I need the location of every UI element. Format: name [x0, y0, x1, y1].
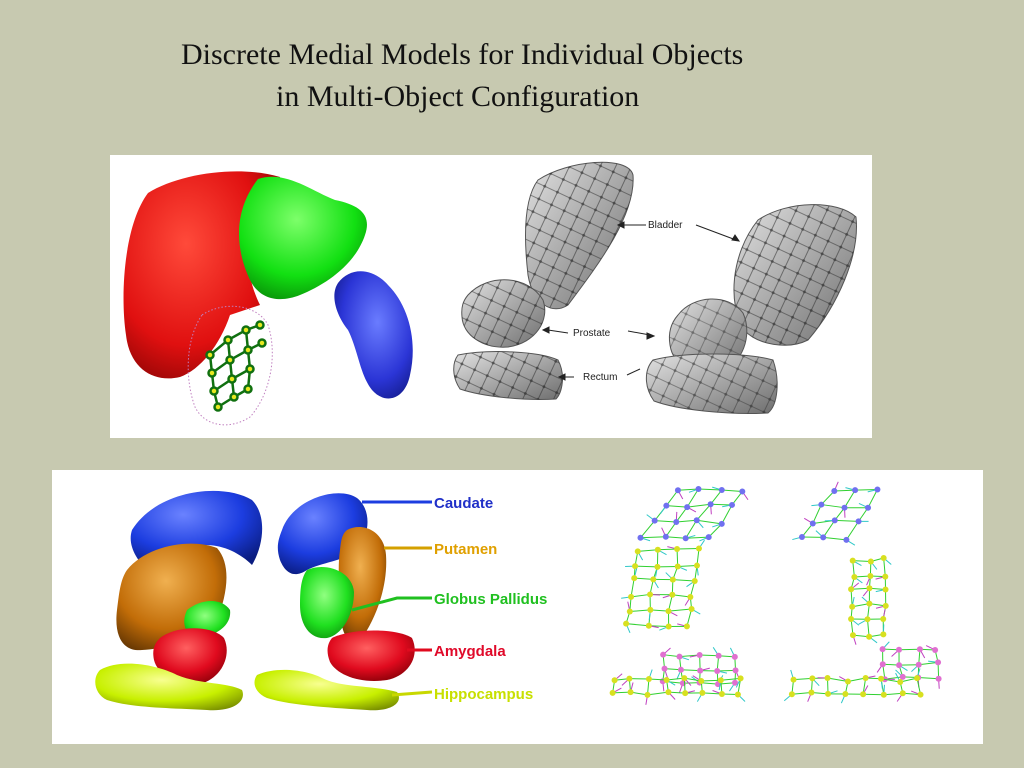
- liver-kidney-svg: [123, 171, 413, 426]
- prostate-left: [461, 279, 546, 348]
- mesh-svg: [609, 481, 942, 705]
- kidney-blue: [334, 271, 413, 399]
- bladder-left: [524, 161, 634, 310]
- hippocampus-left: [95, 663, 243, 711]
- hippocampus-label: Hippocampus: [434, 686, 533, 703]
- hippocampus-right: [254, 669, 399, 711]
- putamen-label: Putamen: [434, 541, 497, 558]
- rectum-label: Rectum: [583, 372, 617, 383]
- pelvis-leader-lines: [541, 221, 741, 381]
- amygdala-label: Amygdala: [434, 643, 506, 660]
- pelvis-figure: Bladder Prostate Rectum: [428, 155, 872, 438]
- brain-leader-lines: [351, 500, 433, 697]
- bladder-right: [733, 204, 857, 346]
- globus-pallidus-right: [300, 566, 354, 639]
- amygdala-right: [327, 630, 415, 681]
- globus-pallidus-label: Globus Pallidus: [434, 591, 547, 608]
- medial-skeleton: [205, 320, 267, 412]
- prostate-label: Prostate: [573, 328, 611, 339]
- rectum-right: [645, 353, 778, 414]
- caudate-label: Caudate: [434, 495, 493, 512]
- title-line-1: Discrete Medial Models for Individual Ob…: [181, 38, 744, 71]
- liver-kidney-figure: [110, 155, 428, 438]
- rectum-left: [453, 351, 563, 400]
- bladder-label: Bladder: [648, 220, 683, 231]
- title-line-2: in Multi-Object Configuration: [276, 80, 640, 113]
- brain-svg: Caudate Putamen Globus Pallidus Amygdala…: [95, 490, 547, 711]
- liver-green-lobe: [239, 176, 367, 300]
- amygdala-left: [153, 628, 227, 685]
- pelvis-svg: Bladder Prostate Rectum: [453, 161, 857, 414]
- medial-mesh-figure: [598, 470, 983, 744]
- brain-structures-figure: Caudate Putamen Globus Pallidus Amygdala…: [52, 470, 598, 744]
- structure-mesh-outline: [187, 305, 273, 426]
